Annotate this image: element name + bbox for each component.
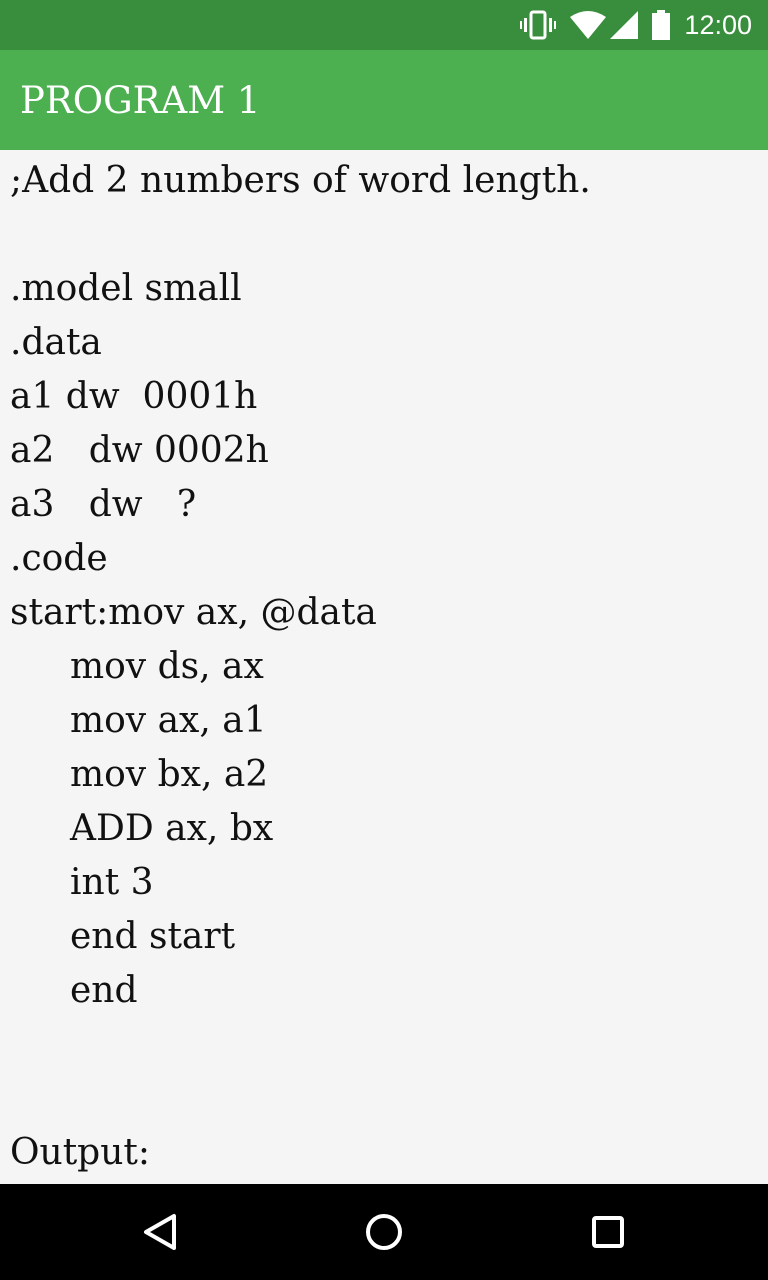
program-content: ;Add 2 numbers of word length. .model sm… — [0, 150, 768, 1184]
code-line: .data — [10, 322, 102, 363]
wifi-icon — [570, 11, 607, 39]
home-button[interactable] — [358, 1206, 410, 1258]
recents-button[interactable] — [582, 1206, 634, 1258]
vibrate-icon — [520, 10, 557, 40]
code-line: end start — [70, 916, 236, 957]
home-icon — [366, 1214, 402, 1250]
code-line: a1 dw 0001h — [10, 376, 258, 417]
battery-icon — [652, 10, 671, 40]
code-line: end — [70, 970, 138, 1011]
back-icon — [144, 1214, 176, 1250]
code-line: mov ds, ax — [70, 646, 264, 687]
status-bar: 12:00 — [0, 0, 768, 50]
app-bar: PROGRAM 1 — [0, 50, 768, 150]
page-title: PROGRAM 1 — [20, 78, 261, 122]
code-line: ADD ax, bx — [70, 808, 274, 849]
status-time: 12:00 — [684, 9, 752, 40]
back-button[interactable] — [134, 1206, 186, 1258]
code-line: a3 dw ? — [10, 484, 197, 525]
output-label: Output: — [10, 1132, 150, 1173]
recents-icon — [592, 1216, 624, 1248]
code-line: ;Add 2 numbers of word length. — [10, 160, 591, 201]
cell-signal-icon — [610, 11, 639, 39]
code-line: mov bx, a2 — [70, 754, 269, 795]
code-line: .code — [10, 538, 108, 579]
code-line: start:mov ax, @data — [10, 592, 377, 633]
code-line: int 3 — [70, 862, 154, 903]
code-line: mov ax, a1 — [70, 700, 267, 741]
code-line: .model small — [10, 268, 242, 309]
code-line: a2 dw 0002h — [10, 430, 269, 471]
navigation-bar — [0, 1184, 768, 1280]
